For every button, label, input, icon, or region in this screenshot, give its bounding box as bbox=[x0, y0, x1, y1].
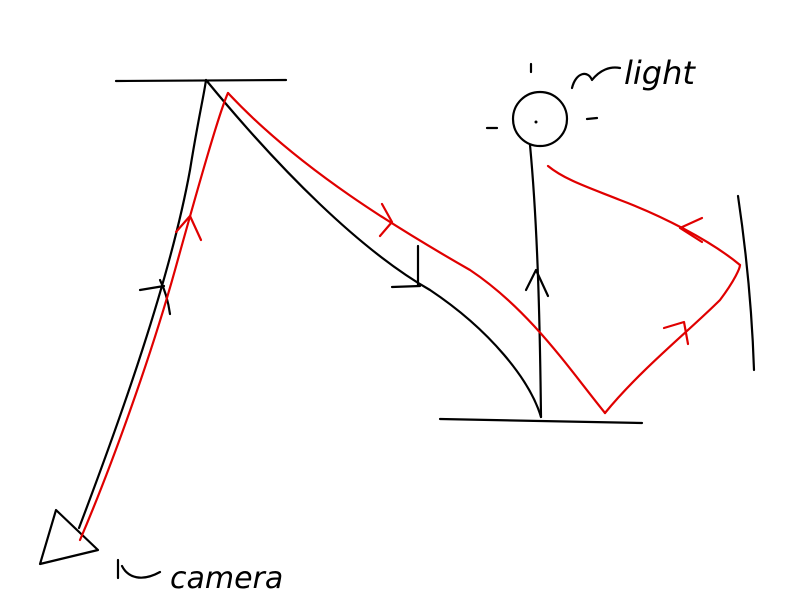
bottom-surface bbox=[438, 417, 644, 425]
top-surface bbox=[114, 78, 288, 83]
camera-label-pointer bbox=[116, 558, 162, 580]
black-arrow-vertical bbox=[524, 268, 550, 298]
black-marker-diagonal bbox=[390, 244, 422, 289]
red-arrow-left-segment bbox=[174, 214, 203, 242]
top-to-bottom-diagonal bbox=[204, 78, 543, 419]
red-path-wall-to-light bbox=[546, 164, 742, 267]
light-label-pointer bbox=[570, 66, 622, 90]
red-path-top-to-bottom bbox=[226, 91, 607, 415]
light-label: light bbox=[624, 54, 696, 92]
bottom-to-light-vertical bbox=[528, 143, 543, 419]
red-arrow-upper-right bbox=[678, 216, 704, 244]
right-wall bbox=[736, 194, 756, 372]
red-arrow-lower-right bbox=[662, 320, 690, 346]
red-path-camera-to-top bbox=[78, 91, 230, 542]
red-path-bottom-to-wall bbox=[603, 263, 742, 415]
light-source-icon bbox=[485, 62, 599, 148]
black-arrow-left-segment bbox=[138, 278, 172, 316]
red-arrow-diagonal bbox=[378, 202, 394, 238]
camera-to-top-line bbox=[77, 78, 208, 530]
camera-icon bbox=[38, 508, 100, 566]
camera-label: camera bbox=[170, 561, 283, 596]
